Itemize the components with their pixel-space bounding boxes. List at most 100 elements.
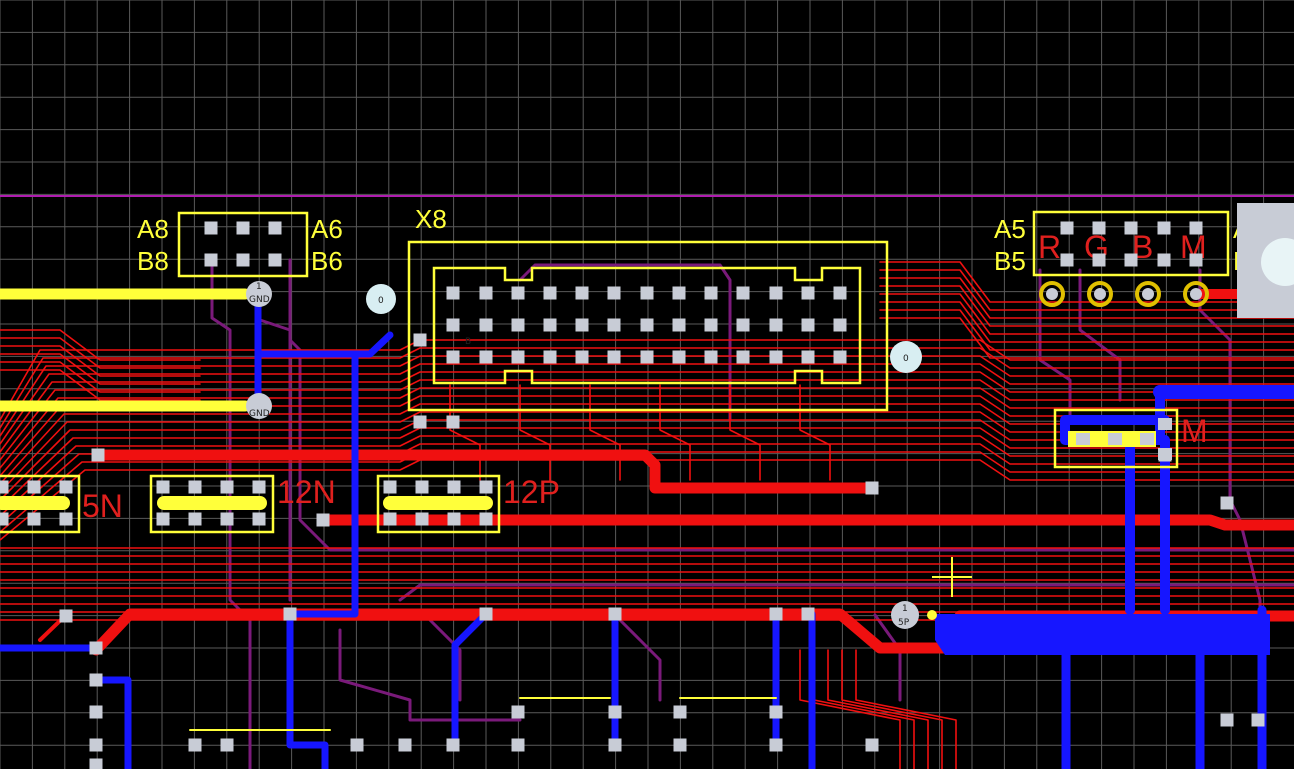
pad bbox=[236, 253, 250, 267]
bus-trace bbox=[879, 285, 1294, 327]
pad bbox=[575, 318, 589, 332]
pad bbox=[736, 318, 750, 332]
pad bbox=[801, 350, 815, 364]
pad bbox=[1092, 253, 1106, 267]
mounting-hole bbox=[1261, 238, 1294, 286]
label-b5: B5 bbox=[994, 246, 1026, 276]
via-zero-right[interactable]: 0 bbox=[890, 341, 922, 373]
label-12p: 12P bbox=[503, 474, 560, 510]
pad bbox=[607, 350, 621, 364]
label-a5: A5 bbox=[994, 214, 1026, 244]
pad bbox=[479, 318, 493, 332]
top-layer-bus-traces bbox=[0, 261, 1294, 769]
bus-trace bbox=[799, 649, 901, 769]
pad bbox=[236, 221, 250, 235]
pad bbox=[1124, 221, 1138, 235]
pad bbox=[27, 512, 41, 526]
pad bbox=[220, 738, 234, 752]
bus-trace bbox=[855, 649, 957, 769]
pad bbox=[156, 480, 170, 494]
label-b6: B6 bbox=[311, 246, 343, 276]
bus-trace bbox=[0, 355, 1294, 437]
pad bbox=[672, 350, 686, 364]
via-zero-left[interactable]: 0 bbox=[366, 284, 396, 314]
rgb-via-b bbox=[1135, 281, 1161, 307]
label-b8: B8 bbox=[137, 246, 169, 276]
pad bbox=[1060, 221, 1074, 235]
pad bbox=[640, 286, 654, 300]
pad bbox=[89, 705, 103, 719]
pad bbox=[608, 738, 622, 752]
left-header[interactable]: A8 B8 A6 B6 bbox=[137, 211, 343, 278]
bus-trace bbox=[659, 384, 691, 481]
bus-trace bbox=[519, 384, 551, 481]
pad bbox=[479, 286, 493, 300]
cursor-crosshair bbox=[932, 557, 972, 597]
svg-text:0: 0 bbox=[903, 354, 909, 364]
bus-trace bbox=[0, 369, 201, 401]
jumper-12p[interactable]: 12P bbox=[376, 474, 560, 534]
via-gnd-top[interactable]: 1 GND bbox=[246, 281, 272, 307]
jumper-5n[interactable]: 5N bbox=[0, 474, 123, 534]
bus-trace bbox=[0, 361, 201, 393]
pad bbox=[640, 318, 654, 332]
bus-trace bbox=[827, 649, 929, 769]
label-m-connector: M bbox=[1181, 413, 1208, 449]
pad bbox=[511, 705, 525, 719]
svg-text:1: 1 bbox=[256, 282, 262, 292]
pad bbox=[446, 415, 460, 429]
pad bbox=[89, 641, 103, 655]
pad bbox=[769, 318, 783, 332]
pad bbox=[204, 253, 218, 267]
bus-trace bbox=[589, 384, 621, 481]
label-r: R bbox=[1038, 229, 1061, 265]
bus-trace bbox=[879, 317, 1294, 359]
pad bbox=[27, 480, 41, 494]
pad bbox=[640, 350, 654, 364]
pad bbox=[479, 350, 493, 364]
pad bbox=[220, 480, 234, 494]
via-gnd-bottom[interactable]: GND bbox=[246, 393, 272, 419]
pad bbox=[415, 512, 429, 526]
pad bbox=[607, 286, 621, 300]
pad bbox=[91, 448, 105, 462]
silkscreen-traces bbox=[0, 288, 777, 731]
pad bbox=[801, 607, 815, 621]
via-5p[interactable]: 1 5P bbox=[891, 601, 937, 629]
pad bbox=[1251, 713, 1265, 727]
bus-trace bbox=[879, 309, 1294, 351]
pad bbox=[446, 286, 460, 300]
pad bbox=[89, 673, 103, 687]
pad bbox=[575, 286, 589, 300]
pad bbox=[1189, 253, 1203, 267]
pad bbox=[156, 512, 170, 526]
right-header-pads bbox=[1060, 221, 1203, 267]
pad bbox=[220, 512, 234, 526]
label-a8: A8 bbox=[137, 214, 169, 244]
pad bbox=[833, 350, 847, 364]
pad bbox=[511, 318, 525, 332]
x8-pads bbox=[413, 286, 847, 429]
right-header[interactable]: A5 B5 A1 B1 R G B M bbox=[994, 203, 1294, 318]
pad bbox=[736, 350, 750, 364]
bus-trace bbox=[449, 384, 481, 481]
bus-trace bbox=[0, 329, 201, 361]
svg-text:GND: GND bbox=[249, 409, 270, 419]
label-a6: A6 bbox=[311, 214, 343, 244]
pad bbox=[188, 480, 202, 494]
bus-trace bbox=[0, 363, 1294, 445]
m-connector[interactable]: M bbox=[1053, 408, 1208, 469]
jumper-12n[interactable]: 12N bbox=[149, 474, 336, 534]
pad bbox=[673, 738, 687, 752]
pad bbox=[511, 350, 525, 364]
rgb-via-r bbox=[1039, 281, 1065, 307]
svg-text:GND: GND bbox=[249, 295, 270, 305]
pad bbox=[447, 480, 461, 494]
pad bbox=[446, 738, 460, 752]
pad bbox=[59, 480, 73, 494]
x8-connector[interactable]: X8 B bbox=[407, 204, 889, 429]
pad bbox=[479, 512, 493, 526]
pad bbox=[543, 318, 557, 332]
pad bbox=[1220, 496, 1234, 510]
